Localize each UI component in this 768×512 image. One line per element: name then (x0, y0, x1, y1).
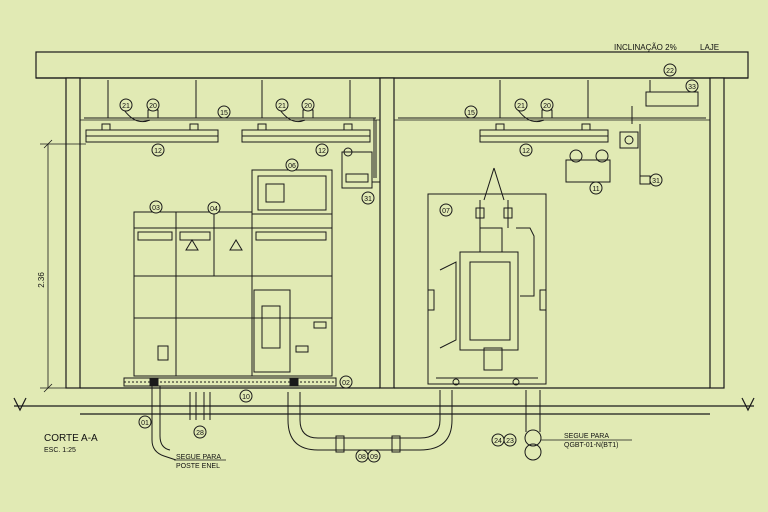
tag-06: 06 (285, 158, 299, 172)
height-dimension (40, 139, 86, 393)
tag-20: 20 (301, 98, 315, 112)
svg-text:28: 28 (196, 430, 204, 437)
svg-text:12: 12 (318, 148, 326, 155)
tag-21: 21 (119, 98, 133, 112)
note-qgbt-line2: QGBT-01-N(BT1) (564, 442, 618, 449)
svg-text:20: 20 (304, 103, 312, 110)
tag-21: 21 (514, 98, 528, 112)
ceiling-conduit (84, 80, 706, 178)
left-wall (65, 77, 81, 389)
tag-12: 12 (315, 143, 329, 157)
note-enel-line1: SEGUE PARA (176, 454, 221, 461)
svg-text:21: 21 (517, 103, 525, 110)
svg-text:23: 23 (506, 438, 514, 445)
height-dimension-label: 2.36 (37, 272, 46, 288)
tag-24: 24 (491, 433, 505, 447)
tag-08: 08 (355, 449, 369, 463)
svg-text:24: 24 (494, 438, 502, 445)
svg-text:20: 20 (149, 103, 157, 110)
tag-20: 20 (146, 98, 160, 112)
tag-bubbles: 21 20 15 21 20 15 21 20 22 33 12 12 12 0… (119, 63, 699, 463)
svg-text:22: 22 (666, 68, 674, 75)
svg-text:06: 06 (288, 163, 296, 170)
svg-text:15: 15 (220, 110, 228, 117)
svg-text:33: 33 (688, 84, 696, 91)
wall-box (341, 147, 380, 189)
svg-text:09: 09 (370, 454, 378, 461)
svg-text:21: 21 (122, 103, 130, 110)
building-structure (13, 51, 755, 415)
tag-10: 10 (239, 389, 253, 403)
svg-text:31: 31 (364, 196, 372, 203)
tag-07: 07 (439, 203, 453, 217)
tag-20: 20 (540, 98, 554, 112)
tag-12: 12 (519, 143, 533, 157)
roof-slab (35, 51, 749, 79)
svg-text:12: 12 (522, 148, 530, 155)
tag-33: 33 (685, 79, 699, 93)
transformer-enclosure (427, 193, 547, 385)
tag-23: 23 (503, 433, 517, 447)
svg-text:12: 12 (154, 148, 162, 155)
svg-text:11: 11 (592, 186, 599, 193)
slope-note: INCLINAÇÃO 2% (614, 43, 677, 52)
svg-text:04: 04 (210, 206, 218, 213)
tag-11: 11 (589, 181, 603, 195)
emergency-light (565, 124, 651, 185)
middle-wall (379, 77, 395, 389)
tag-31: 31 (361, 191, 375, 205)
note-qgbt-line1: SEGUE PARA (564, 433, 609, 440)
tag-21: 21 (275, 98, 289, 112)
svg-text:20: 20 (543, 103, 551, 110)
svg-text:08: 08 (358, 454, 366, 461)
tag-02: 02 (339, 375, 353, 389)
tag-15: 15 (464, 105, 478, 119)
switchgear-cubicle-03 (133, 211, 177, 377)
tag-12: 12 (151, 143, 165, 157)
tag-28: 28 (193, 425, 207, 439)
tag-04: 04 (207, 201, 221, 215)
tag-01: 01 (138, 415, 152, 429)
section-title: CORTE A-A (44, 433, 98, 444)
switchgear-cubicle-06 (251, 169, 333, 377)
svg-text:10: 10 (242, 394, 250, 401)
svg-text:07: 07 (442, 208, 450, 215)
svg-text:03: 03 (152, 205, 160, 212)
right-wall (709, 77, 725, 389)
underground-conduits (151, 386, 542, 461)
svg-text:15: 15 (467, 110, 475, 117)
light-fixtures (85, 109, 609, 143)
tag-03: 03 (149, 200, 163, 214)
slab-note: LAJE (700, 43, 719, 52)
note-enel-line2: POSTE ENEL (176, 463, 220, 470)
section-scale: ESC. 1:25 (44, 447, 76, 454)
svg-text:02: 02 (342, 380, 350, 387)
tag-31: 31 (649, 173, 663, 187)
svg-text:31: 31 (652, 178, 660, 185)
tag-09: 09 (367, 449, 381, 463)
tag-15: 15 (217, 105, 231, 119)
transformer (427, 167, 547, 386)
svg-text:21: 21 (278, 103, 286, 110)
tag-22: 22 (663, 63, 677, 77)
svg-text:01: 01 (141, 420, 149, 427)
